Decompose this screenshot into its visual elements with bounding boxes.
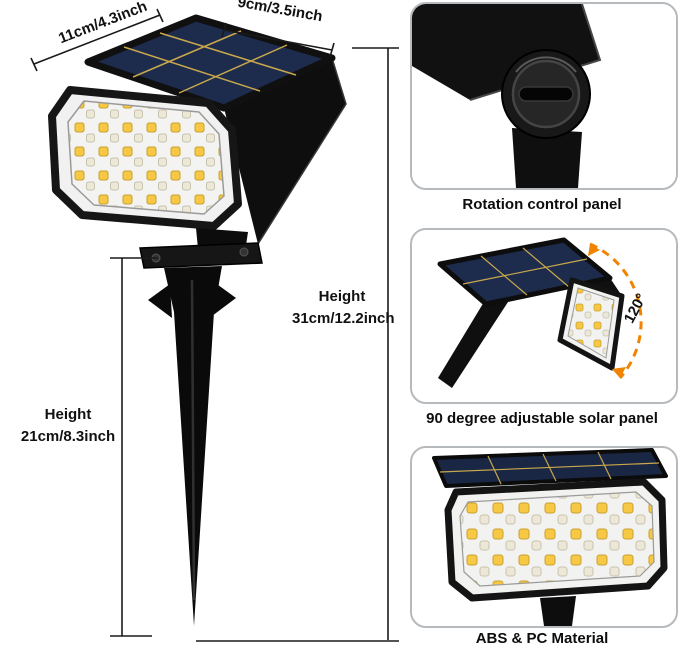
callout-panel-rotation: [410, 2, 678, 190]
spike-height-word: Height: [44, 406, 92, 423]
callout-panel-adjustable: [410, 228, 678, 404]
rotation-arc: [588, 242, 643, 379]
spike-height-label: Height 21cm/8.3inch: [12, 404, 124, 448]
callout-panel-material: [410, 446, 678, 628]
overall-height-label: Height 31cm/12.2inch: [292, 286, 395, 330]
dimension-line-spike-height: [110, 257, 158, 637]
dimension-lines: [30, 8, 399, 642]
dimension-line-top-width: [30, 8, 164, 72]
dimension-line-overall-height: [196, 47, 399, 642]
caption-material: ABS & PC Material: [475, 630, 609, 647]
rotation-knob-closeup: [412, 4, 602, 188]
led-face: [48, 86, 242, 230]
spotlight-body: [224, 57, 347, 245]
adjustable-angle-closeup: [437, 237, 643, 388]
overall-height-value: 31cm/12.2inch: [292, 309, 395, 327]
overall-height-word: Height: [318, 288, 366, 305]
ground-spike: [148, 266, 236, 626]
solar-panel: [84, 14, 336, 112]
led-face-closeup: [432, 448, 668, 626]
mount-bracket: [139, 228, 263, 269]
caption-adjustable-panel: 90 degree adjustable solar panel: [426, 410, 658, 427]
rotation-knob: [501, 49, 591, 139]
caption-rotation-control: Rotation control panel: [462, 196, 622, 213]
spike-height-value: 21cm/8.3inch: [20, 427, 116, 445]
dimension-line-top-depth: [221, 22, 335, 58]
solar-spotlight-illustration: [30, 8, 399, 642]
